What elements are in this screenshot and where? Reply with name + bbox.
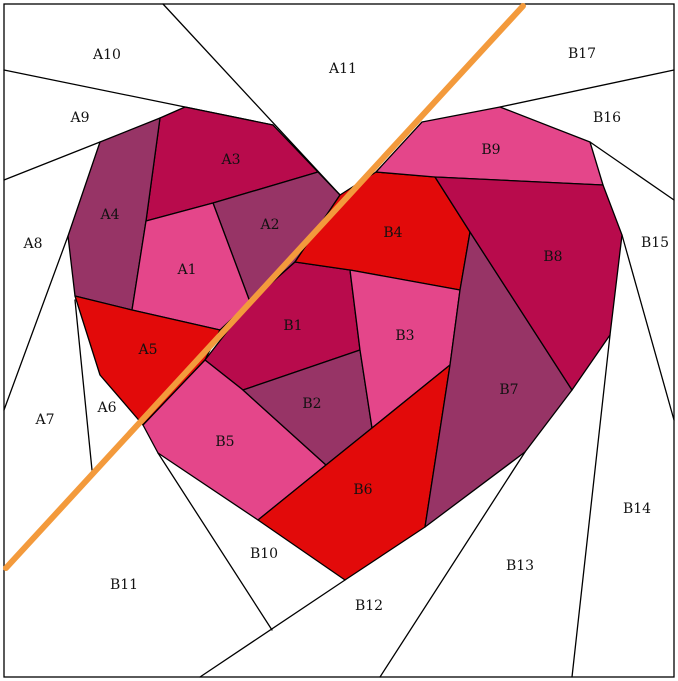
label-b15: B15 [641,235,669,251]
label-b12: B12 [355,598,383,614]
seam-b16-b17 [499,69,675,108]
label-b16: B16 [593,110,621,126]
seam-a10-a11 [162,3,341,196]
label-a8: A8 [22,236,42,252]
label-b5: B5 [215,434,234,450]
seam-b13-b14 [571,334,611,678]
label-a2: A2 [259,217,279,233]
label-b17: B17 [568,46,596,62]
cut-line [3,3,526,571]
label-b10: B10 [250,546,278,562]
region-labels: A10 A11 A9 A3 A4 A2 A8 A1 A5 A6 A7 B1 B2… [22,46,669,614]
label-a5: A5 [137,342,157,358]
label-a7: A7 [34,412,54,428]
label-a3: A3 [220,152,240,168]
label-b9: B9 [481,142,500,158]
label-b3: B3 [395,328,414,344]
label-a11: A11 [328,61,357,77]
label-a10: A10 [92,47,121,63]
seam-b15-b16 [589,141,675,201]
label-a9: A9 [69,110,89,126]
label-b8: B8 [543,249,562,265]
label-b13: B13 [506,558,534,574]
label-a1: A1 [176,262,196,278]
label-b6: B6 [353,482,372,498]
label-a4: A4 [99,207,119,223]
label-b14: B14 [623,501,651,517]
label-b7: B7 [499,382,518,398]
label-b4: B4 [383,225,402,241]
seam-a9-a8 [3,141,101,181]
seam-b14-b15 [621,234,675,421]
seam-a8-a7 [3,235,69,411]
seam-b11-b12 [199,579,346,678]
label-b1: B1 [283,318,302,334]
seam-b10-b11 [157,452,273,631]
seam-a7-a6 [74,299,93,471]
label-a6: A6 [96,400,116,416]
label-b11: B11 [110,577,138,593]
piece-b8 [434,176,623,391]
seam-b12-b13 [379,451,526,678]
label-b2: B2 [302,396,321,412]
